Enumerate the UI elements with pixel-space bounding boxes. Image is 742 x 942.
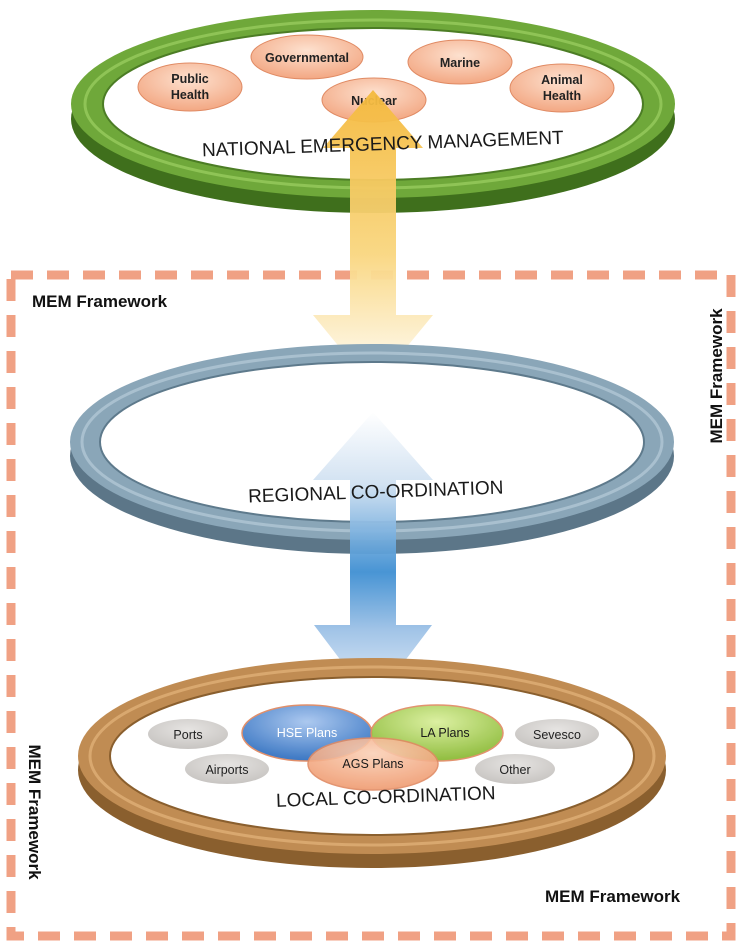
local-item-airports: Airports xyxy=(185,754,269,784)
framework-label-top-left: MEM Framework xyxy=(32,292,168,311)
governmental-label: Governmental xyxy=(265,51,349,65)
framework-label-bottom-right: MEM Framework xyxy=(545,887,681,906)
national-item-public-health: Public Health xyxy=(137,62,243,112)
item-label-line1: Animal xyxy=(541,73,583,87)
local-item-sevesco: Sevesco xyxy=(515,719,599,749)
national-item-marine: Marine xyxy=(407,39,513,85)
ags-plans-label: AGS Plans xyxy=(342,757,403,771)
local-item-ports: Ports xyxy=(148,719,228,749)
other-label: Other xyxy=(499,763,530,777)
lower-arrow xyxy=(313,412,433,703)
airports-label: Airports xyxy=(205,763,248,777)
national-item-governmental: Governmental xyxy=(250,34,364,80)
item-label-line2: Health xyxy=(543,89,581,103)
national-item-animal-health: Animal Health xyxy=(509,63,615,113)
local-plan-ags: AGS Plans xyxy=(307,737,439,791)
item-label-line2: Health xyxy=(171,88,209,102)
upper-arrow xyxy=(313,90,433,388)
item-label-line1: Public xyxy=(171,72,209,86)
framework-label-left: MEM Framework xyxy=(25,744,44,880)
ports-label: Ports xyxy=(173,728,202,742)
marine-label: Marine xyxy=(440,56,480,70)
la-plans-label: LA Plans xyxy=(420,726,469,740)
framework-label-right: MEM Framework xyxy=(707,308,726,444)
sevesco-label: Sevesco xyxy=(533,728,581,742)
hse-plans-label: HSE Plans xyxy=(277,726,337,740)
local-item-other: Other xyxy=(475,754,555,784)
